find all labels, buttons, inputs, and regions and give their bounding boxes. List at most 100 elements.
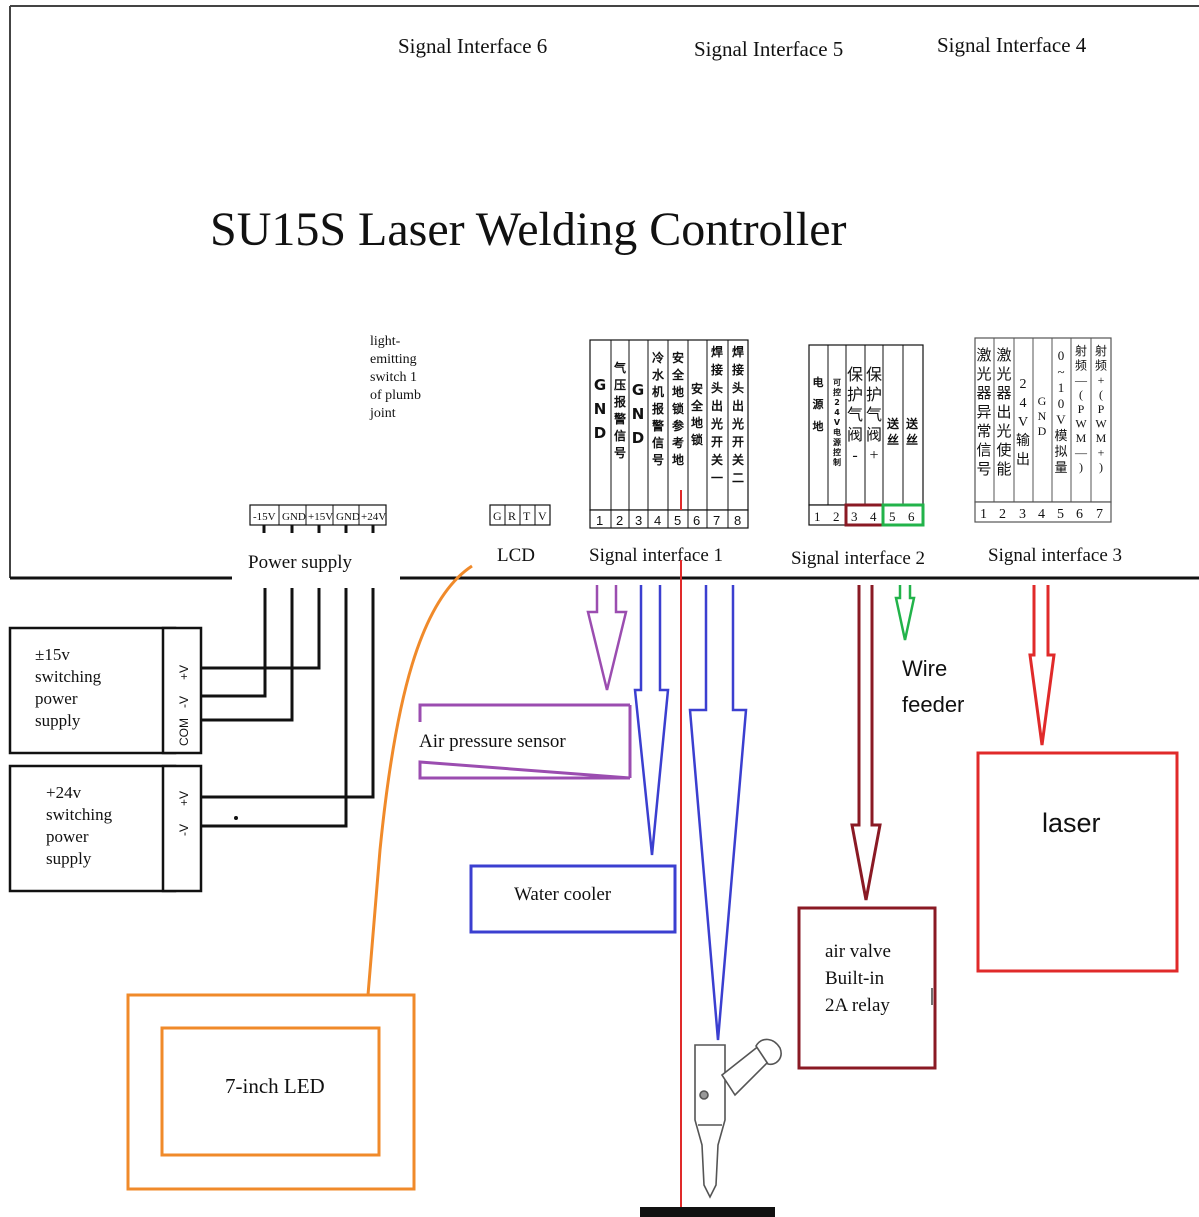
workpiece — [640, 1207, 775, 1217]
arrow-laser — [1028, 585, 1056, 746]
pin-number: 6 — [908, 509, 915, 524]
light-switch-note-line: emitting — [370, 352, 417, 367]
light-switch-note: light- emitting switch 1 of plumb joint — [369, 334, 421, 421]
psu-15v-text: supply — [35, 711, 81, 730]
water-cooler: Water cooler — [469, 864, 677, 934]
pin-number: 2 — [833, 509, 840, 524]
led-display: 7-inch LED — [126, 993, 416, 1191]
psu-24v-text: switching — [46, 805, 113, 824]
controller-housing — [9, 5, 1199, 580]
arrow-wire-feeder — [894, 585, 916, 641]
air-valve-line: 2A relay — [825, 995, 890, 1016]
top-interface-4: Signal Interface 4 — [937, 33, 1087, 57]
psu-24v: +24v switching power supply +V -V — [8, 764, 238, 893]
top-interface-6: Signal Interface 6 — [398, 34, 547, 58]
signal-interface-2-label: Signal interface 2 — [791, 548, 925, 569]
pin-label: V — [538, 509, 547, 523]
column-label: 电源地 — [813, 375, 824, 433]
lcd-cable — [366, 564, 473, 996]
pin-number: 4 — [654, 513, 661, 528]
laser-unit: laser — [976, 751, 1179, 973]
pin-number: 4 — [1038, 507, 1045, 522]
arrow-water-cooler — [633, 585, 670, 856]
pin-number: 1 — [980, 507, 987, 522]
psu-pin: -V — [177, 824, 191, 836]
column-label: 焊接头出光开关二 — [731, 344, 744, 485]
power-supply-label: Power supply — [248, 552, 352, 573]
pin-label: GND — [336, 511, 360, 523]
pin-number: 2 — [616, 513, 623, 528]
power-wires — [200, 588, 375, 828]
pin-number: 5 — [889, 509, 896, 524]
pin-number: 4 — [870, 509, 877, 524]
psu-pin: +V — [177, 665, 191, 680]
lcd-connector: G R T V — [489, 504, 551, 526]
psu-15v-text: ±15v — [35, 645, 70, 664]
pin-number: 5 — [674, 513, 681, 528]
power-supply-connector: -15V GND +15V GND +24V — [249, 504, 387, 533]
pin-number: 6 — [693, 513, 700, 528]
air-valve-line: Built-in — [825, 968, 885, 989]
pin-number: 3 — [1019, 507, 1026, 522]
signal-interface-3-label: Signal interface 3 — [988, 545, 1122, 566]
pin-number: 6 — [1076, 507, 1083, 522]
pin-number: 1 — [814, 509, 821, 524]
psu-15v-text: power — [35, 689, 78, 708]
pin-label: T — [523, 509, 531, 523]
water-cooler-label: Water cooler — [514, 884, 612, 905]
pin-number: 8 — [734, 513, 741, 528]
psu-24v-text: supply — [46, 849, 92, 868]
air-pressure-sensor-label: Air pressure sensor — [419, 731, 566, 752]
column-label: 安全地锁参考地 — [671, 350, 685, 467]
column-label: 保护气阀+ — [866, 366, 882, 464]
air-pressure-sensor: Air pressure sensor — [418, 703, 632, 780]
wire-feeder-line: Wire — [902, 656, 947, 681]
light-switch-note-line: of plumb — [370, 388, 421, 403]
pin-label: G — [493, 509, 502, 523]
column-label: 激光器出光使能 — [996, 347, 1011, 478]
psu-pin: COM — [177, 718, 191, 746]
pin-number: 7 — [1096, 507, 1103, 522]
pin-number: 2 — [999, 507, 1006, 522]
pin-label: R — [508, 509, 516, 523]
psu-15v: ±15v switching power supply +V -V COM — [8, 626, 203, 755]
psu-15v-text: switching — [35, 667, 102, 686]
signal-interface-1-label: Signal interface 1 — [589, 545, 723, 566]
column-label: 送丝 — [905, 416, 919, 447]
pin-number: 7 — [713, 513, 720, 528]
arrow-air-pressure — [586, 585, 628, 691]
led-label: 7-inch LED — [225, 1074, 325, 1098]
psu-24v-text: +24v — [46, 783, 82, 802]
pin-number: 3 — [635, 513, 642, 528]
pin-label: -15V — [253, 511, 276, 523]
light-switch-note-line: light- — [370, 334, 401, 349]
column-label: 冷水机报警信号 — [651, 350, 665, 467]
pin-number: 1 — [596, 513, 603, 528]
pin-label: +24V — [361, 511, 386, 523]
column-label: 激光器异常信号 — [976, 347, 991, 478]
column-label: 保护气阀- — [847, 366, 863, 464]
arrow-air-valve — [850, 585, 882, 901]
light-switch-note-line: joint — [369, 406, 396, 421]
column-label: 安全地锁 — [690, 381, 704, 447]
arrow-welding-head — [688, 585, 748, 1041]
psu-24v-text: power — [46, 827, 89, 846]
laser-label: laser — [1042, 808, 1101, 838]
air-valve-line: air valve — [825, 941, 891, 962]
lcd-label: LCD — [497, 545, 535, 566]
pin-number: 3 — [851, 509, 858, 524]
